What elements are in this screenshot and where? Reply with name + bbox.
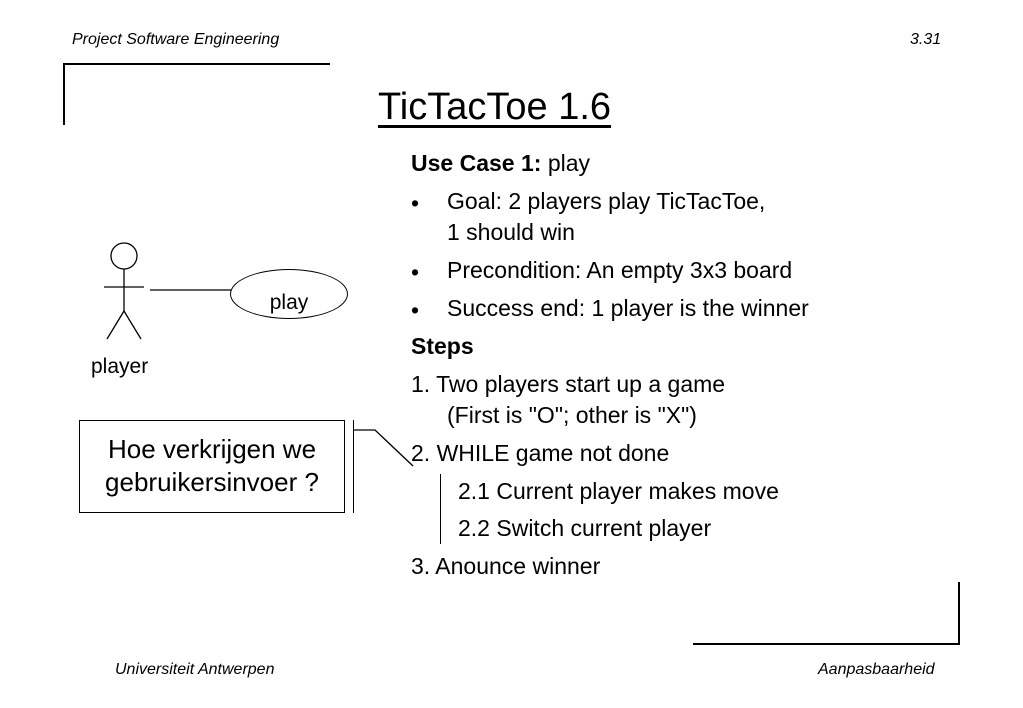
bullet-goal-line-2: 1 should win: [447, 219, 575, 245]
bullet-dot: •: [411, 297, 420, 323]
step-3: 3. Anounce winner: [411, 553, 601, 579]
usecase-ellipse: [230, 269, 348, 319]
header-course: Project Software Engineering: [72, 31, 280, 48]
step-2: 2. WHILE game not done: [411, 440, 670, 466]
callout-bracket-line: [353, 420, 355, 513]
header-page-number: 3.31: [910, 31, 942, 48]
bullet-goal-line-1: Goal: 2 players play TicTacToe,: [447, 188, 766, 214]
step-1-line-2: (First is "O"; other is "X"): [447, 402, 697, 428]
bullet-dot: •: [411, 259, 420, 285]
actor-label: player: [91, 355, 149, 378]
top-left-rule-horizontal: [63, 63, 330, 65]
step-2-2: 2.2 Switch current player: [458, 515, 712, 541]
bullet-precondition: Precondition: An empty 3x3 board: [447, 257, 793, 283]
actor-head: [110, 242, 138, 270]
callout-box: Hoe verkrijgen we gebruikersinvoer ?: [79, 420, 345, 513]
loop-indent-line: [440, 474, 442, 544]
usecase-heading-label: Use Case 1:: [411, 150, 542, 176]
footer-chapter: Aanpasbaarheid: [818, 661, 935, 678]
actor-right-leg: [123, 310, 142, 340]
usecase-heading-name: play: [547, 150, 591, 176]
step-2-1: 2.1 Current player makes move: [458, 478, 779, 504]
bullet-dot: •: [411, 190, 420, 216]
bullet-success-end: Success end: 1 player is the winner: [447, 295, 809, 321]
footer-university: Universiteit Antwerpen: [115, 661, 275, 678]
callout-line-1: Hoe verkrijgen we: [107, 434, 317, 464]
top-left-rule-vertical: [63, 63, 65, 125]
step-1-line-1: 1. Two players start up a game: [411, 371, 726, 397]
slide-title: TicTacToe 1.6: [378, 86, 612, 128]
steps-heading: Steps: [411, 333, 474, 359]
use-case-diagram: [104, 242, 231, 340]
callout-pointer: [353, 429, 414, 467]
usecase-heading: Use Case 1: play: [411, 152, 590, 175]
callout-line-2: gebruikersinvoer ?: [105, 466, 319, 497]
bottom-right-rule-vertical: [958, 582, 960, 644]
bottom-right-rule-horizontal: [693, 643, 960, 645]
usecase-label: play: [269, 291, 309, 314]
actor-left-leg: [106, 310, 125, 340]
